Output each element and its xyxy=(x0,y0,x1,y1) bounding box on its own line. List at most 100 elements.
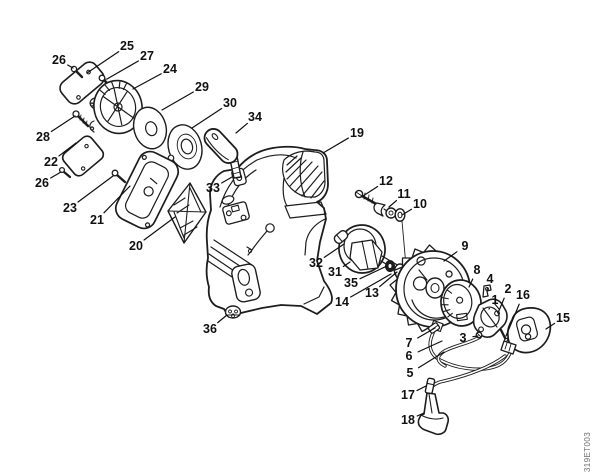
leader-line-9-19 xyxy=(443,251,458,262)
pawl-11 xyxy=(373,202,397,219)
starter-grip-34 xyxy=(203,128,242,179)
choke-rod-knob xyxy=(265,223,275,233)
leader-line-10-18 xyxy=(401,208,413,216)
washer-10-outline xyxy=(394,208,406,222)
wiring-harness xyxy=(426,322,513,394)
rope-rotor-24 xyxy=(89,79,143,135)
wire-5-inner xyxy=(429,332,512,370)
filter-frame-21-inner xyxy=(125,161,169,219)
pawl-11-ring xyxy=(385,207,397,219)
nut-36-holes xyxy=(225,309,241,318)
cover-15-body xyxy=(506,307,552,354)
part-number-3: 3 xyxy=(460,331,467,345)
leader-line-6-32 xyxy=(417,340,443,353)
washer-29-outline xyxy=(132,106,168,150)
part-number-23: 23 xyxy=(63,201,77,215)
part-number-30: 30 xyxy=(223,96,237,110)
choke-rod-end xyxy=(247,248,253,254)
screw-28 xyxy=(72,110,90,128)
part-number-9: 9 xyxy=(462,239,469,253)
part-number-20: 20 xyxy=(129,239,143,253)
leader-line-15-30 xyxy=(545,322,556,330)
cover-15-inner-frame xyxy=(515,316,539,342)
cover-plate-25 xyxy=(59,61,105,105)
part-number-11: 11 xyxy=(397,187,410,201)
part-number-33: 33 xyxy=(206,181,220,195)
housing-opening-hole xyxy=(245,288,254,297)
part-number-12: 12 xyxy=(379,174,393,188)
part-number-36: 36 xyxy=(203,322,217,336)
leader-line-5-34 xyxy=(417,351,445,369)
leader-line-7-31 xyxy=(417,327,436,339)
leader-line-28-7 xyxy=(50,115,76,133)
starter-grip-bar xyxy=(203,128,239,164)
screw-27-head xyxy=(98,74,106,82)
leader-line-30-5 xyxy=(191,107,223,129)
rope-rotor-24-spokes xyxy=(99,81,135,126)
leader-line-36-14 xyxy=(217,314,228,324)
washer-10 xyxy=(394,208,406,222)
cover-15-connector-lines xyxy=(504,342,512,352)
part-number-13: 13 xyxy=(365,286,379,300)
housing-opening-oval xyxy=(237,268,251,286)
screw-26-bottom-shaft xyxy=(62,170,72,179)
leader-line-13-23 xyxy=(379,271,398,288)
leader-line-27-2 xyxy=(106,60,139,80)
pawl-screw-12-slot xyxy=(355,191,363,197)
spark-plug-boot-18 xyxy=(417,392,450,436)
washer-30 xyxy=(167,124,203,170)
part-number-16: 16 xyxy=(516,288,530,302)
nut-36-outline xyxy=(224,305,242,319)
housing-opening xyxy=(231,263,261,303)
nut-36 xyxy=(224,305,242,319)
screw-28-head xyxy=(72,110,80,118)
fan-housing-plate-outline xyxy=(222,201,250,225)
screw-23 xyxy=(111,169,127,184)
leader-line-29-4 xyxy=(161,91,194,111)
cover-plate-22-holes xyxy=(80,143,89,171)
part-number-17: 17 xyxy=(401,388,415,402)
leader-line-35-22 xyxy=(359,265,388,280)
drawing-number: 319ET003 xyxy=(583,432,592,472)
clip-4 xyxy=(482,284,492,298)
part-number-18: 18 xyxy=(401,413,415,427)
part-number-21: 21 xyxy=(90,213,104,227)
filter-frame-21-outline xyxy=(114,150,180,230)
rope-pulley-31 xyxy=(333,224,386,274)
starter-cup-8 xyxy=(440,279,482,327)
leader-line-20-12 xyxy=(143,216,176,241)
peg-32-line xyxy=(336,234,343,243)
ignition-module-details xyxy=(478,302,500,333)
rope-rotor-24-ears xyxy=(89,97,96,133)
part-number-27: 27 xyxy=(140,49,154,63)
leader-line-21-11 xyxy=(103,185,131,214)
part-number-6: 6 xyxy=(406,349,413,363)
part-number-26: 26 xyxy=(52,53,66,67)
peg-32-outline xyxy=(333,229,349,245)
part-number-25: 25 xyxy=(120,39,134,53)
leader-line-12-16 xyxy=(362,185,379,197)
cover-plate-25-outline xyxy=(59,61,105,105)
pawl-11-hole xyxy=(388,210,394,216)
part-number-15: 15 xyxy=(556,311,570,325)
cover-15-connector xyxy=(500,340,517,355)
leader-line-17-35 xyxy=(416,385,427,392)
ignition-module xyxy=(472,284,511,345)
leader-line-16-29 xyxy=(505,303,520,337)
part-number-26: 26 xyxy=(35,176,49,190)
screw-26-bottom-head xyxy=(58,166,66,174)
part-number-2: 2 xyxy=(505,282,512,296)
part-number-22: 22 xyxy=(44,155,58,169)
screw-26-bottom xyxy=(58,166,72,179)
leader-line-3-33 xyxy=(472,335,479,338)
washer-30-outline xyxy=(167,124,203,170)
part-number-31: 31 xyxy=(328,265,342,279)
cover-plate-22-outline xyxy=(61,135,105,177)
part-number-14: 14 xyxy=(335,295,349,309)
leader-line-18-36 xyxy=(416,412,425,417)
leader-line-25-0 xyxy=(86,50,120,74)
washer-35-hole xyxy=(388,264,392,268)
